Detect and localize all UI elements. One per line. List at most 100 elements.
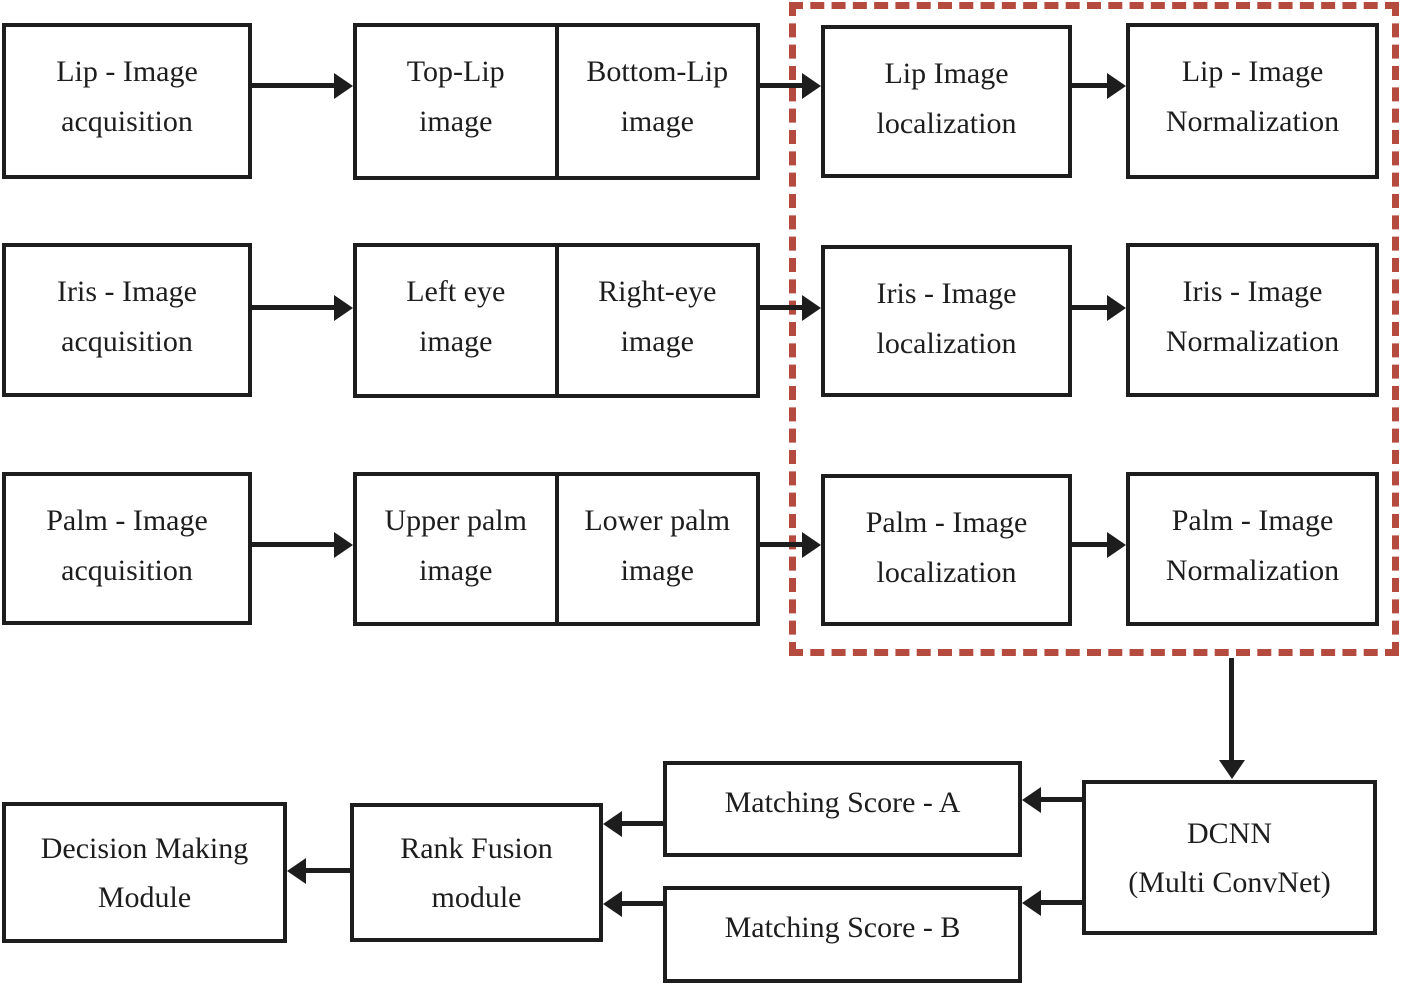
palm-acquisition-box: Palm - Image acquisition [2, 472, 252, 625]
arrow-shaft [1072, 83, 1111, 88]
arrow-head [1219, 760, 1245, 779]
iris-split-box: Left eye image Right-eye image [353, 243, 760, 398]
arrow-shaft [1037, 797, 1082, 802]
arrow-palm-localization-to-normalization [1072, 532, 1126, 558]
palm-localization-box: Palm - Image localization [821, 474, 1072, 626]
label-line: Lip - Image [1181, 55, 1324, 88]
label-line: Right-eye [598, 275, 717, 308]
dcnn-label: DCNN (Multi ConvNet) [1086, 784, 1373, 931]
label-line: Decision Making [40, 831, 249, 865]
label-line: Normalization [1165, 554, 1340, 587]
palm-localization-label: Palm - Image localization [825, 478, 1068, 598]
label-line: Left eye [406, 275, 506, 308]
label-line: Rank Fusion [400, 831, 553, 865]
label-line: localization [876, 556, 1017, 589]
palm-acquisition-label: Palm - Image acquisition [6, 476, 248, 596]
arrow-shaft [760, 305, 806, 310]
label-line: localization [876, 327, 1017, 360]
top-lip-image-cell: Top-Lip image [357, 27, 559, 176]
left-eye-image-label: Left eye image [357, 247, 555, 367]
matching-score-b-box: Matching Score - B [663, 886, 1022, 983]
arrow-head [287, 858, 306, 884]
right-eye-image-label: Right-eye image [559, 247, 757, 367]
lip-split-box: Top-Lip image Bottom-Lip image [353, 23, 760, 180]
arrow-shaft [1072, 305, 1111, 310]
arrow-palm-split-to-localization [760, 532, 821, 558]
iris-localization-label: Iris - Image localization [825, 249, 1068, 369]
label-line: Upper palm [384, 504, 527, 537]
arrow-head [1107, 295, 1126, 321]
matching-score-b-label: Matching Score - B [724, 911, 961, 944]
arrow-shaft [618, 901, 663, 906]
matching-score-a-box: Matching Score - A [663, 761, 1022, 857]
lower-palm-image-cell: Lower palm image [559, 476, 757, 622]
iris-normalization-box: Iris - Image Normalization [1126, 243, 1379, 397]
arrow-head [802, 73, 821, 99]
arrow-shaft [252, 542, 338, 547]
upper-palm-image-label: Upper palm image [357, 476, 555, 596]
arrow-matching-b-to-rank-fusion [603, 891, 663, 917]
lip-localization-label: Lip Image localization [825, 29, 1068, 149]
label-line: (Multi ConvNet) [1128, 865, 1331, 899]
arrow-shaft [302, 868, 350, 873]
arrow-head [1107, 73, 1126, 99]
iris-acquisition-label: Iris - Image acquisition [6, 247, 248, 367]
label-line: localization [876, 107, 1017, 140]
arrow-head [603, 811, 622, 837]
label-line: Lip - Image [56, 55, 198, 88]
label-line: Iris - Image [1182, 275, 1323, 308]
iris-normalization-label: Iris - Image Normalization [1130, 247, 1375, 367]
rank-fusion-label: Rank Fusion module [354, 807, 599, 938]
arrow-head [603, 891, 622, 917]
label-line: acquisition [61, 554, 193, 587]
rank-fusion-box: Rank Fusion module [350, 803, 603, 942]
arrow-region-to-dcnn [1219, 658, 1245, 779]
label-line: Palm - Image [865, 506, 1028, 539]
arrow-shaft [760, 542, 806, 547]
label-line: image [620, 554, 694, 587]
arrow-lip-localization-to-normalization [1072, 73, 1126, 99]
bottom-lip-image-label: Bottom-Lip image [559, 27, 757, 147]
label-line: Palm - Image [46, 504, 208, 537]
label-line: Normalization [1165, 325, 1340, 358]
label-line: acquisition [61, 105, 193, 138]
label-line: Module [97, 880, 192, 914]
arrow-head [334, 73, 353, 99]
label-line: Top-Lip [406, 55, 505, 88]
lip-localization-box: Lip Image localization [821, 25, 1072, 178]
arrow-head [334, 295, 353, 321]
label-line: image [419, 325, 493, 358]
label-line: DCNN [1186, 816, 1272, 850]
label-line: Normalization [1165, 105, 1340, 138]
bottom-lip-image-cell: Bottom-Lip image [559, 27, 757, 176]
arrow-head [802, 295, 821, 321]
lip-acquisition-label: Lip - Image acquisition [6, 27, 248, 147]
label-line: Lip Image [884, 57, 1009, 90]
lip-normalization-label: Lip - Image Normalization [1130, 27, 1375, 147]
label-line: acquisition [61, 325, 193, 358]
arrow-palm-acquisition-to-split [252, 532, 353, 558]
arrow-dcnn-to-matching-b [1022, 890, 1082, 916]
arrow-shaft [618, 821, 663, 826]
arrow-shaft [252, 83, 338, 88]
lower-palm-image-label: Lower palm image [559, 476, 757, 596]
decision-making-box: Decision Making Module [2, 802, 287, 943]
arrow-lip-split-to-localization [760, 73, 821, 99]
left-eye-image-cell: Left eye image [357, 247, 559, 394]
dcnn-box: DCNN (Multi ConvNet) [1082, 780, 1377, 935]
lip-normalization-box: Lip - Image Normalization [1126, 23, 1379, 179]
arrow-shaft [1072, 542, 1111, 547]
decision-making-label: Decision Making Module [6, 806, 283, 939]
arrow-head [1022, 787, 1041, 813]
preprocessing-dashed-region [789, 2, 1399, 656]
palm-normalization-box: Palm - Image Normalization [1126, 472, 1379, 626]
lip-acquisition-box: Lip - Image acquisition [2, 23, 252, 179]
right-eye-image-cell: Right-eye image [559, 247, 757, 394]
iris-localization-box: Iris - Image localization [821, 245, 1072, 397]
arrow-iris-acquisition-to-split [252, 295, 353, 321]
arrow-dcnn-to-matching-a [1022, 787, 1082, 813]
arrow-head [802, 532, 821, 558]
arrow-iris-split-to-localization [760, 295, 821, 321]
label-line: Iris - Image [876, 277, 1017, 310]
